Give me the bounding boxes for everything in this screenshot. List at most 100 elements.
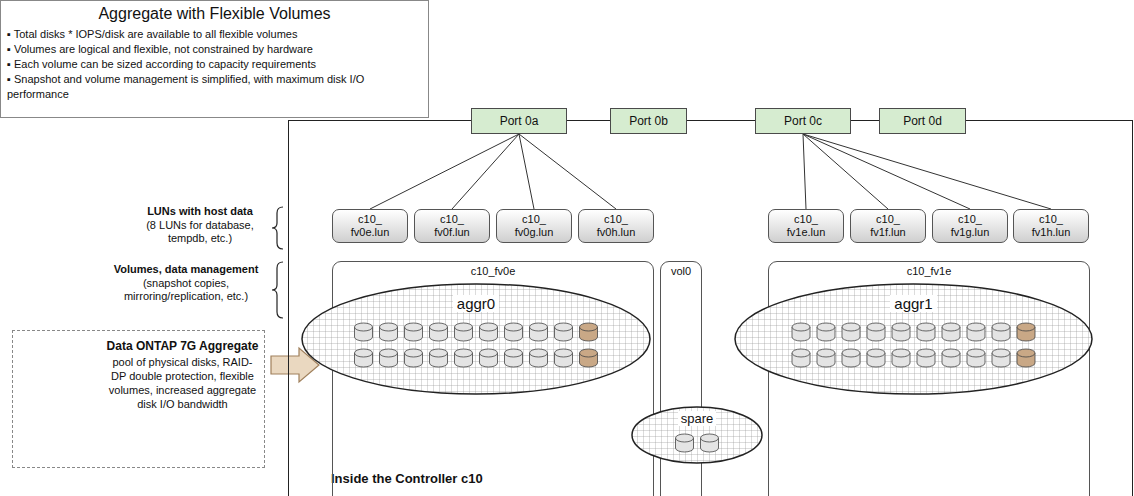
ellipse-grid (632, 407, 762, 463)
node-text: pool of physical disks, RAID-DP double p… (105, 355, 260, 411)
disk-top (942, 349, 960, 357)
node-text: c10_ fv1e.lun (777, 213, 835, 239)
disk-top (380, 349, 398, 357)
disk-top (530, 349, 548, 357)
side-label: Volumes, data management (104, 262, 268, 276)
connector-line (519, 134, 616, 209)
callout-box: Data ONTAP 7G Aggregate pool of physical … (12, 330, 265, 468)
disk-top (480, 323, 498, 331)
lun-box: c10_ fv1h.lun (1013, 209, 1089, 243)
lun-box: c10_ fv0g.lun (496, 209, 572, 243)
ellipse-fill (632, 407, 762, 463)
disk-top (505, 349, 523, 357)
lun-box: c10_ fv1e.lun (768, 209, 844, 243)
port-box: Port 0d (879, 108, 966, 134)
aggregate-ellipse: aggr1 (734, 283, 1093, 395)
disk-top (892, 349, 910, 357)
disk-top (455, 349, 473, 357)
disk-top (580, 349, 598, 357)
side-label: (8 LUNs for database, tempdb, etc.) (132, 219, 268, 245)
connector-line (519, 134, 534, 209)
node-text: Inside the Controller c10 (331, 471, 483, 486)
node-text: c10_ fv1h.lun (1022, 213, 1080, 239)
disk-top (917, 349, 935, 357)
disk-top (817, 349, 835, 357)
disk-top (530, 323, 548, 331)
node-text: Data ONTAP 7G Aggregate (105, 339, 260, 353)
node-text: c10_ fv1g.lun (941, 213, 999, 239)
disk-top (405, 349, 423, 357)
disk-top (1017, 349, 1035, 357)
connector-line (803, 134, 970, 209)
lun-box: c10_ fv0f.lun (414, 209, 490, 243)
disk-top (455, 323, 473, 331)
lun-box: c10_ fv0e.lun (332, 209, 408, 243)
node-text: c10_ fv0h.lun (587, 213, 645, 239)
disk-top (380, 323, 398, 331)
node-text: c10_fv1e (769, 265, 1089, 277)
ellipse-fill (302, 284, 650, 394)
disk-top (967, 323, 985, 331)
disk-top (480, 349, 498, 357)
title-box: Aggregate with Flexible Volumes ▪ Total d… (0, 0, 429, 118)
node-text: c10_fv0e (333, 265, 653, 277)
curly-brace (272, 262, 283, 318)
node-text: Port 0b (611, 109, 686, 133)
node-text: c10_ fv1f.lun (859, 213, 917, 239)
disk-top (867, 349, 885, 357)
ellipse-grid (302, 284, 650, 394)
side-label: (snapshot copies, mirroring/replication,… (104, 277, 268, 303)
node-text: Port 0d (880, 109, 965, 133)
disk-top (992, 349, 1010, 357)
disk-top (842, 349, 860, 357)
disk-top (842, 323, 860, 331)
node-text: aggr0 (453, 295, 499, 312)
disk-top (355, 323, 373, 331)
spare-ellipse: spare (631, 406, 763, 464)
node-text: ▪ Total disks * IOPS/disk are available … (7, 27, 422, 42)
lun-box: c10_ fv0h.lun (578, 209, 654, 243)
disk-top (555, 349, 573, 357)
ellipse-fill (735, 284, 1092, 394)
disk-top (430, 323, 448, 331)
disk-top (430, 349, 448, 357)
disk-top (580, 323, 598, 331)
disk-top (917, 323, 935, 331)
node-text: vol0 (661, 265, 701, 277)
disk-top (555, 323, 573, 331)
node-text: ▪ Snapshot and volume management is simp… (7, 72, 422, 102)
disk-top (505, 323, 523, 331)
port-box: Port 0a (471, 108, 567, 134)
node-text: Port 0a (472, 109, 566, 133)
controller-box: Inside the Controller c10Port 0aPort 0bP… (288, 120, 1133, 496)
node-text: ▪ Volumes are logical and flexible, not … (7, 42, 422, 57)
connector-line (803, 134, 888, 209)
node-text: spare (678, 411, 717, 426)
curly-brace (272, 207, 283, 249)
disk-top (992, 323, 1010, 331)
disk-top (942, 323, 960, 331)
disk-top (792, 323, 810, 331)
disk-top (701, 434, 719, 442)
disk-top (967, 349, 985, 357)
disk-top (1017, 323, 1035, 331)
lun-box: c10_ fv1f.lun (850, 209, 926, 243)
connector-line (803, 134, 1051, 209)
node-text: c10_ fv0g.lun (505, 213, 563, 239)
connector-line (803, 134, 806, 209)
disk-top (355, 349, 373, 357)
port-box: Port 0b (610, 108, 687, 134)
side-label: LUNs with host data (132, 204, 268, 218)
port-box: Port 0c (755, 108, 851, 134)
connector-line (452, 134, 519, 209)
lun-box: c10_ fv1g.lun (932, 209, 1008, 243)
disk-top (792, 349, 810, 357)
aggregate-ellipse: aggr0 (301, 283, 651, 395)
ellipse-grid (735, 284, 1092, 394)
node-text: c10_ fv0f.lun (423, 213, 481, 239)
disk-top (892, 323, 910, 331)
disk-top (817, 323, 835, 331)
node-text: aggr1 (890, 295, 936, 312)
node-text: ▪ Each volume can be sized according to … (7, 57, 422, 72)
node-text: Aggregate with Flexible Volumes (7, 5, 422, 23)
